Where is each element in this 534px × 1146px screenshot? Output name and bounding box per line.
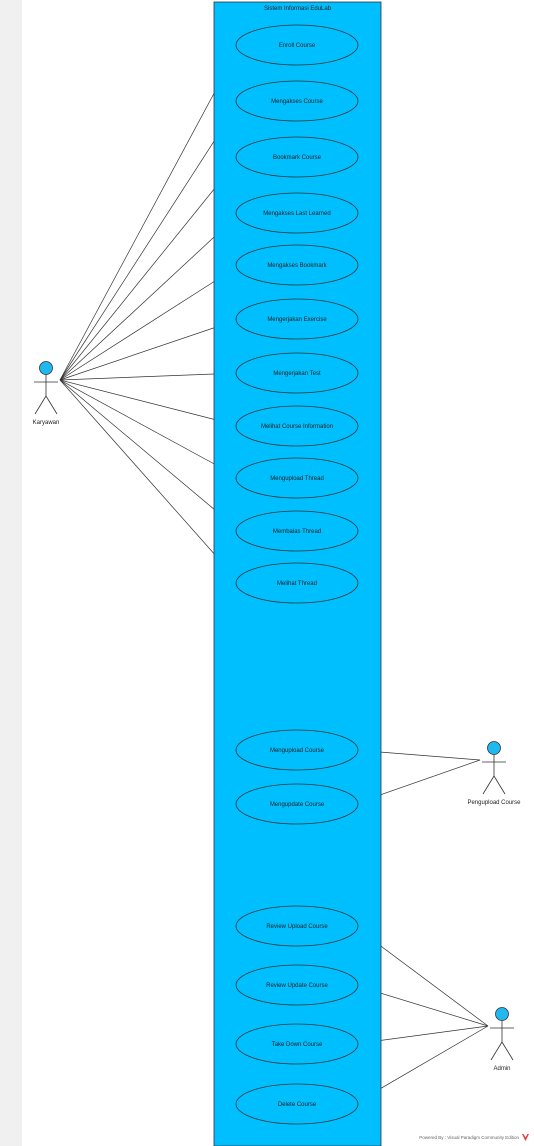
use-case-uc6[interactable]: Mengerjakan Exercise: [235, 298, 359, 340]
use-case-ellipse: [235, 1083, 359, 1125]
actor-head-icon: [487, 741, 501, 755]
association-line: [59, 100, 241, 381]
use-case-ellipse: [235, 80, 359, 122]
actor-head-icon: [495, 1007, 509, 1021]
actor-body-icon: [34, 374, 58, 415]
use-case-uc8[interactable]: Melihat Course Information: [235, 405, 359, 447]
use-case-label: Mengakses Bookmark: [267, 263, 327, 269]
use-case-label: Delete Course: [278, 1102, 317, 1108]
use-case-label: Mengupdate Course: [270, 802, 325, 808]
actor-pengupload[interactable]: Pengupload Course: [467, 741, 521, 807]
use-case-label: Melihat Course Information: [261, 424, 333, 430]
association-line: [59, 379, 241, 427]
association-line: [59, 318, 241, 381]
use-case-ellipse: [235, 729, 359, 771]
use-case-label: Mengerjakan Exercise: [267, 317, 327, 323]
use-case-uc12[interactable]: Mengupload Course: [235, 729, 359, 771]
association-line: [59, 44, 241, 381]
use-case-ellipse: [235, 457, 359, 499]
use-case-ellipse: [235, 298, 359, 340]
actor-body-icon: [490, 1020, 514, 1061]
visual-paradigm-logo-icon: [522, 1134, 529, 1141]
actor-head-icon: [39, 361, 53, 375]
use-case-uc13[interactable]: Mengupdate Course: [235, 783, 359, 825]
use-case-uc15[interactable]: Review Update Course: [235, 964, 359, 1006]
use-case-ellipse: [235, 192, 359, 234]
use-case-label: Mengerjakan Test: [273, 371, 321, 377]
actor-body-icon: [482, 754, 506, 795]
use-case-uc4[interactable]: Mengakses Last Learned: [235, 192, 359, 234]
association-line: [59, 264, 241, 381]
use-case-label: Mengupload Thread: [270, 476, 324, 482]
actor-label: Pengupload Course: [467, 800, 521, 806]
association-line: [59, 212, 241, 381]
association-lines: [59, 44, 489, 1105]
use-case-label: Bookmark Course: [273, 155, 322, 161]
use-case-label: Review Update Course: [266, 983, 328, 989]
use-case-ellipse: [235, 510, 359, 552]
system-boundary-title: Sistem Informasi EduLab: [264, 6, 332, 12]
use-case-ellipse: [235, 964, 359, 1006]
use-case-ellipse: [235, 352, 359, 394]
use-case-ellipse: [235, 136, 359, 178]
use-case-uc7[interactable]: Mengerjakan Test: [235, 352, 359, 394]
use-case-ellipse: [235, 24, 359, 66]
use-case-label: Mengakses Last Learned: [263, 211, 330, 217]
use-case-label: Melihat Thread: [277, 581, 317, 587]
use-case-ellipse: [235, 783, 359, 825]
use-case-ellipse: [235, 905, 359, 947]
use-case-label: Review Upload Course: [266, 924, 328, 930]
use-case-uc3[interactable]: Bookmark Course: [235, 136, 359, 178]
actor-karyawan[interactable]: Karyawan: [33, 361, 60, 427]
use-case-ellipse: [235, 405, 359, 447]
actor-label: Admin: [493, 1066, 510, 1072]
association-line: [59, 379, 241, 479]
use-case-ellipse: [235, 244, 359, 286]
use-case-ellipse: [235, 562, 359, 604]
association-line: [59, 379, 241, 584]
use-case-uc10[interactable]: Membalas Thread: [235, 510, 359, 552]
association-line: [59, 379, 241, 532]
use-case-uc5[interactable]: Mengakses Bookmark: [235, 244, 359, 286]
actor-label: Karyawan: [33, 420, 60, 426]
use-case-ellipse: [235, 1023, 359, 1065]
use-case-label: Enroll Course: [279, 43, 316, 49]
use-case-label: Take Down Course: [272, 1042, 323, 1048]
use-case-uc1[interactable]: Enroll Course: [235, 24, 359, 66]
use-case-label: Membalas Thread: [273, 529, 321, 535]
use-case-uc11[interactable]: Melihat Thread: [235, 562, 359, 604]
use-case-label: Mengupload Course: [270, 748, 325, 754]
use-case-label: Mengakses Course: [271, 99, 323, 105]
footer-text: Powered By : Visual Paradigm Community E…: [419, 1135, 519, 1140]
use-case-uc16[interactable]: Take Down Course: [235, 1023, 359, 1065]
actor-admin[interactable]: Admin: [490, 1007, 514, 1073]
use-case-uc2[interactable]: Mengakses Course: [235, 80, 359, 122]
use-case-uc9[interactable]: Mengupload Thread: [235, 457, 359, 499]
use-case-uc17[interactable]: Delete Course: [235, 1083, 359, 1125]
association-line: [59, 156, 241, 381]
association-line: [59, 372, 241, 381]
use-case-uc14[interactable]: Review Upload Course: [235, 905, 359, 947]
